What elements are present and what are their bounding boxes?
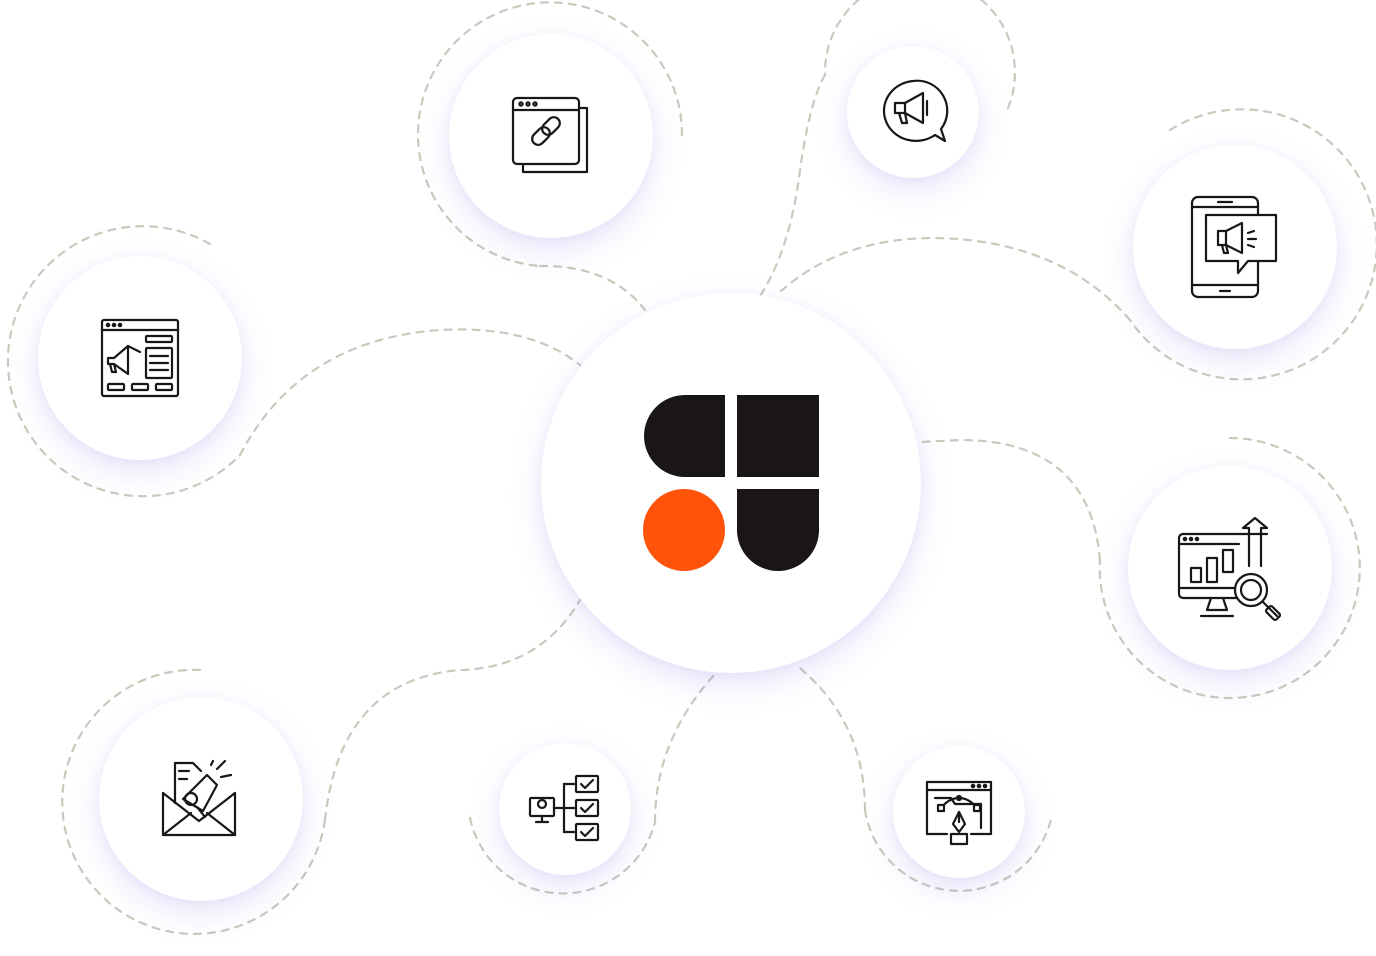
ring-web-design <box>863 808 1054 892</box>
connector-workflow-checklist <box>653 672 717 824</box>
node-analytics <box>1128 466 1332 670</box>
connector-mobile-marketing <box>778 236 1132 322</box>
speech-bubble-megaphone-icon <box>882 79 949 143</box>
browser-pen-tool-icon <box>925 780 993 846</box>
connector-chat-megaphone <box>758 73 827 298</box>
node-mobile-marketing <box>1133 145 1337 349</box>
center-hub <box>541 293 921 673</box>
node-web-advertising <box>38 256 242 460</box>
node-web-design <box>893 746 1025 878</box>
connector-web-link <box>538 264 647 312</box>
connector-web-design <box>793 662 867 812</box>
connector-email-marketing <box>323 598 582 822</box>
node-email-marketing <box>99 697 303 901</box>
browser-link-icon <box>511 96 589 174</box>
ring-web-advertising <box>6 225 242 498</box>
envelope-megaphone-icon <box>161 759 237 837</box>
node-chat-megaphone <box>847 46 979 178</box>
browser-megaphone-icon <box>100 318 180 398</box>
computer-checklist-icon <box>528 774 600 842</box>
smartphone-megaphone-icon <box>1190 195 1278 299</box>
ring-analytics <box>1098 436 1361 700</box>
ring-chat-megaphone <box>823 0 1016 110</box>
monitor-chart-magnifier-icon <box>1177 516 1282 622</box>
connector-web-advertising <box>238 328 582 457</box>
ring-workflow-checklist <box>468 816 657 895</box>
node-workflow-checklist <box>499 743 631 875</box>
node-web-link <box>449 34 653 238</box>
brand-mark-icon <box>643 395 820 571</box>
connector-analytics <box>918 438 1102 562</box>
ring-mobile-marketing <box>1128 108 1376 381</box>
